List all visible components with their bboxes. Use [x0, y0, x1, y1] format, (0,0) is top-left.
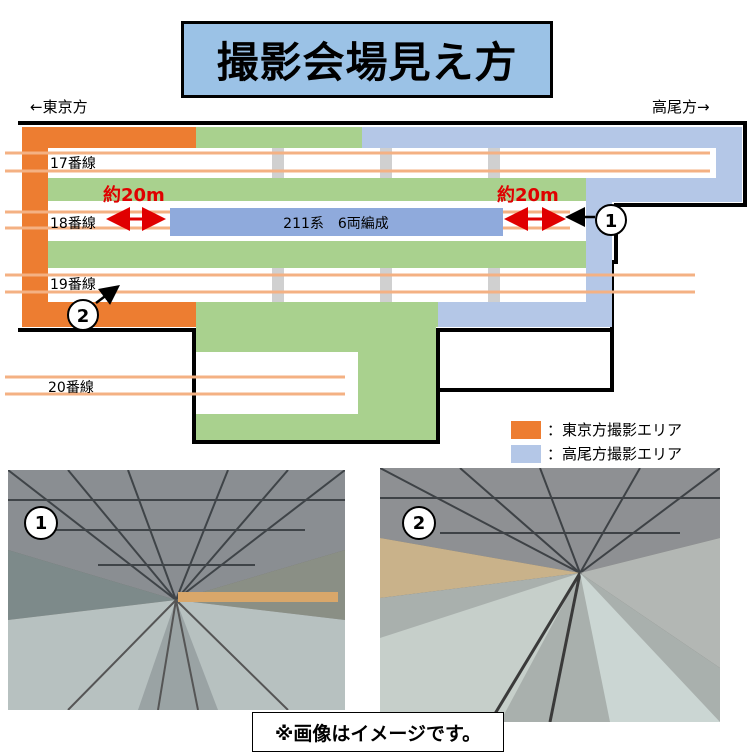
photo-1-badge: 1: [24, 506, 58, 540]
legend-takao-swatch: [511, 444, 541, 463]
distance-label-right: 約20m: [497, 184, 559, 206]
legend-takao-label: ：高尾方撮影エリア: [547, 445, 683, 463]
legend-tokyo-swatch: [511, 420, 541, 439]
legend-tokyo: ：東京方撮影エリア: [511, 419, 682, 440]
track-bay-20: [196, 352, 358, 414]
venue-map: 211系 6両編成 17番線 18番線 19番線 20番線 約20m 約20m …: [5, 121, 747, 444]
legend-takao: ：高尾方撮影エリア: [511, 443, 682, 464]
tokyo-direction-label: ←東京方: [30, 98, 88, 116]
takao-direction-label: 高尾方→: [652, 98, 710, 116]
photo-viewpoint-2: 2: [380, 468, 720, 722]
track-label-19: 19番線: [50, 277, 96, 293]
photo-1-image: [8, 470, 345, 710]
train-211: [170, 208, 503, 236]
photo-viewpoint-1: 1: [8, 470, 345, 710]
train-label: 211系 6両編成: [283, 216, 389, 232]
track-label-20: 20番線: [48, 380, 94, 396]
photo-2-image: [380, 468, 720, 722]
legend-tokyo-label: ：東京方撮影エリア: [547, 421, 683, 439]
track-bay-19: [48, 268, 586, 302]
image-disclaimer-note: ※画像はイメージです。: [252, 712, 504, 752]
page-title: 撮影会場見え方: [181, 21, 553, 98]
tokyo-shooting-area: [22, 127, 196, 327]
viewpoint-2-number: 2: [77, 306, 90, 327]
track-label-17: 17番線: [50, 156, 96, 172]
distance-label-left: 約20m: [103, 184, 165, 206]
viewpoint-1-number: 1: [605, 211, 618, 232]
takao-shooting-area: [362, 127, 742, 327]
track-label-18: 18番線: [50, 216, 96, 232]
viewpoint-2-arrow: [95, 285, 120, 305]
viewpoint-2-marker: [67, 299, 99, 331]
photo-2-badge: 2: [402, 506, 436, 540]
viewpoint-1-marker: [595, 204, 627, 236]
